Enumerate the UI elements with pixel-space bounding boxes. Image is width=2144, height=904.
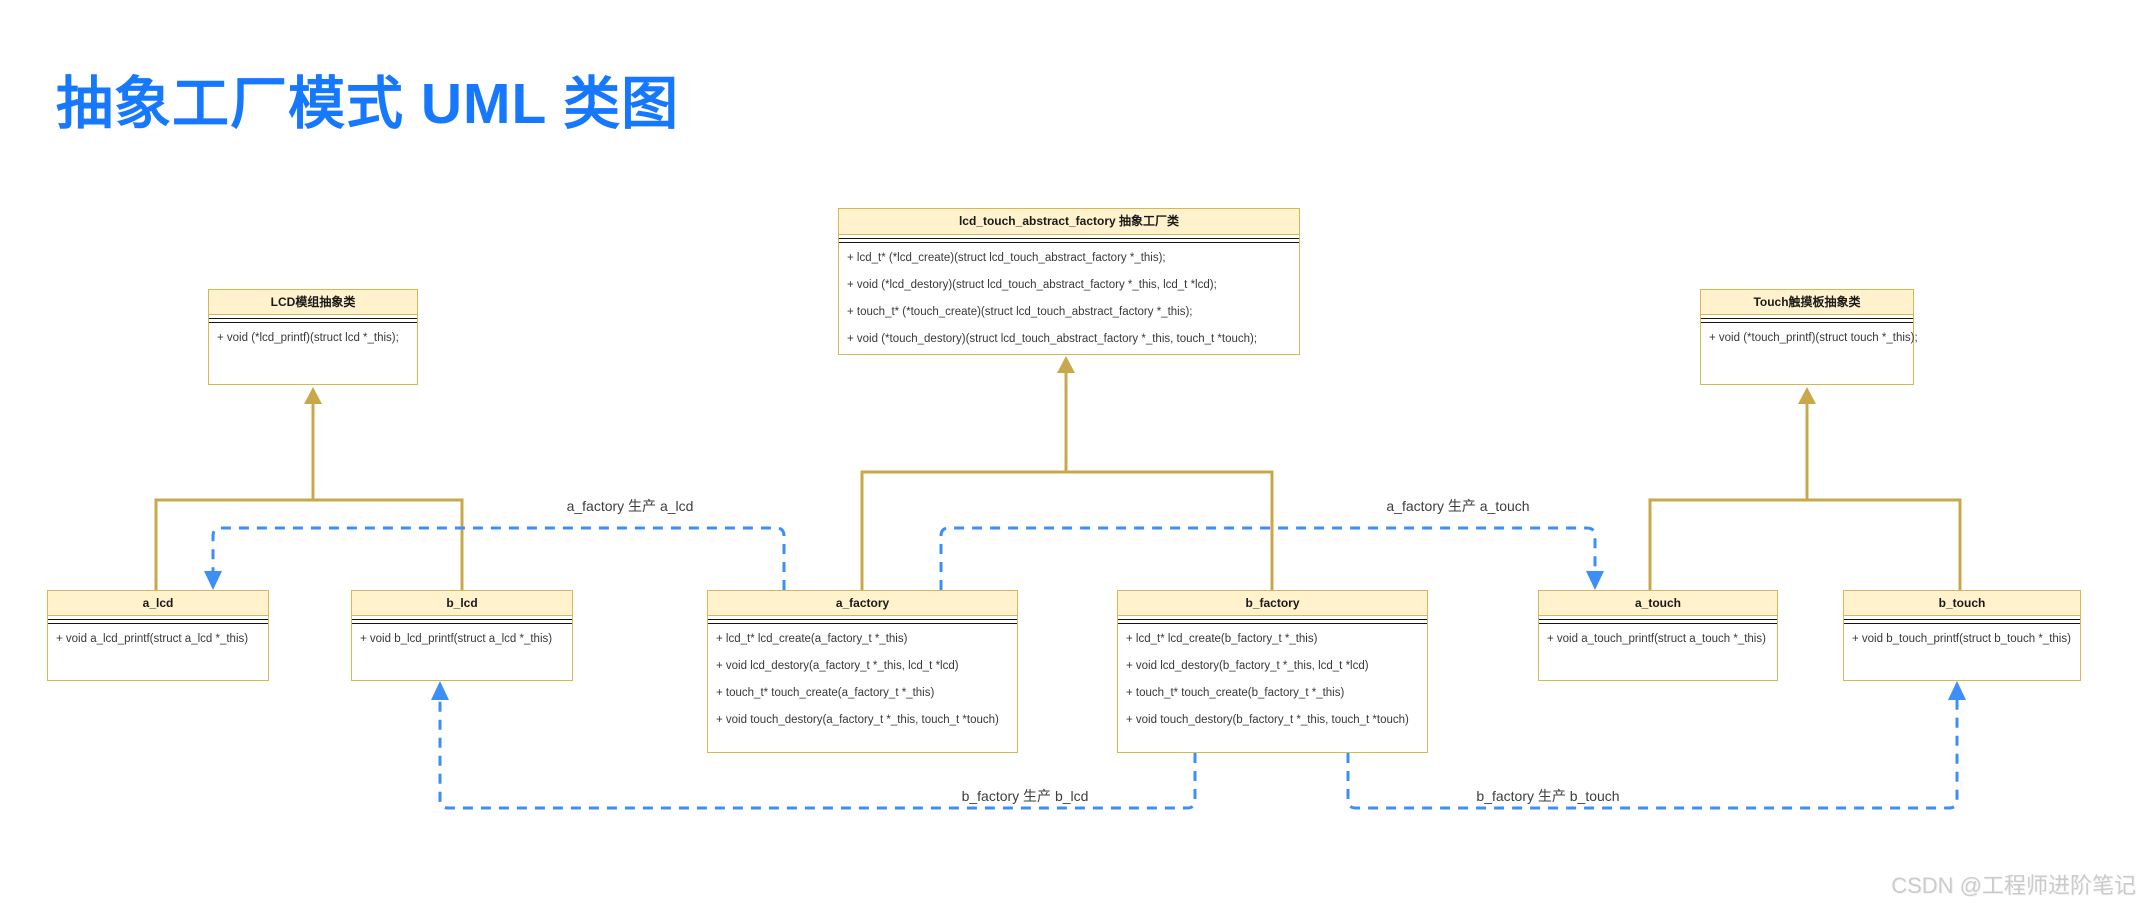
class-a-lcd: a_lcd + void a_lcd_printf(struct a_lcd *… (47, 590, 269, 681)
class-methods: + lcd_t* lcd_create(a_factory_t *_this) … (708, 624, 1017, 736)
class-methods: + void (*lcd_printf)(struct lcd *_this); (209, 323, 417, 354)
dependency-arrow-icon (431, 681, 449, 700)
inheritance-arrow-icon (1057, 356, 1075, 373)
dependency-arrow-icon (1586, 571, 1604, 590)
class-title: b_lcd (352, 591, 572, 616)
separator (1701, 318, 1913, 323)
class-methods: + lcd_t* lcd_create(b_factory_t *_this) … (1118, 624, 1427, 736)
method: + void touch_destory(b_factory_t *_this,… (1126, 714, 1409, 726)
separator (1539, 619, 1777, 624)
class-a-touch: a_touch + void a_touch_printf(struct a_t… (1538, 590, 1778, 681)
separator (839, 238, 1299, 243)
class-methods: + void (*touch_printf)(struct touch *_th… (1701, 323, 1918, 354)
dependency-line-a-factory-a-lcd (211, 526, 786, 590)
edge-label-b-factory-b-lcd: b_factory 生产 b_lcd (961, 788, 1089, 804)
class-methods: + void b_lcd_printf(struct a_lcd *_this) (352, 624, 572, 655)
class-b-factory: b_factory + lcd_t* lcd_create(b_factory_… (1117, 590, 1428, 753)
method: + touch_t* touch_create(a_factory_t *_th… (716, 687, 935, 699)
dependency-arrow-icon (1948, 681, 1966, 700)
inheritance-line (860, 470, 1274, 590)
dependency-arrow-icon (204, 571, 222, 590)
class-b-touch: b_touch + void b_touch_printf(struct b_t… (1843, 590, 2081, 681)
method: + lcd_t* lcd_create(a_factory_t *_this) (716, 633, 908, 645)
class-factory-abstract: lcd_touch_abstract_factory 抽象工厂类 + lcd_t… (838, 208, 1300, 355)
class-methods: + void a_lcd_printf(struct a_lcd *_this) (48, 624, 268, 655)
class-b-lcd: b_lcd + void b_lcd_printf(struct a_lcd *… (351, 590, 573, 681)
page-title: 抽象工厂模式 UML 类图 (56, 72, 680, 136)
watermark: CSDN @工程师进阶笔记 (1891, 873, 2136, 898)
inheritance-arrow-icon (304, 387, 322, 404)
class-title: b_factory (1118, 591, 1427, 616)
class-title: b_touch (1844, 591, 2080, 616)
method: + void b_lcd_printf(struct a_lcd *_this) (360, 633, 553, 645)
separator (1844, 619, 2080, 624)
class-title: a_touch (1539, 591, 1777, 616)
method: + void lcd_destory(b_factory_t *_this, l… (1126, 660, 1369, 672)
method: + void (*touch_destory)(struct lcd_touch… (847, 333, 1258, 345)
method: + touch_t* (*touch_create)(struct lcd_to… (847, 306, 1193, 318)
method: + void (*lcd_printf)(struct lcd *_this); (217, 332, 399, 344)
method: + void a_touch_printf(struct a_touch *_t… (1547, 633, 1766, 645)
class-methods: + lcd_t* (*lcd_create)(struct lcd_touch_… (839, 243, 1299, 355)
inheritance-tree-factory (860, 373, 1274, 590)
method: + void (*lcd_destory)(struct lcd_touch_a… (847, 279, 1217, 291)
class-lcd-abstract: LCD模组抽象类 + void (*lcd_printf)(struct lcd… (208, 289, 418, 385)
edge-label-a-factory-a-touch: a_factory 生产 a_touch (1386, 498, 1530, 514)
method: + void b_touch_printf(struct b_touch *_t… (1852, 633, 2071, 645)
dependency-line-a-factory-a-touch (939, 526, 1597, 590)
separator (209, 318, 417, 323)
method: + lcd_t* lcd_create(b_factory_t *_this) (1126, 633, 1318, 645)
separator (1118, 619, 1427, 624)
class-touch-abstract: Touch触摸板抽象类 + void (*touch_printf)(struc… (1700, 289, 1918, 385)
class-methods: + void a_touch_printf(struct a_touch *_t… (1539, 624, 1777, 655)
class-title: lcd_touch_abstract_factory 抽象工厂类 (839, 209, 1299, 235)
inheritance-tree-lcd (154, 404, 464, 590)
edge-label-b-factory-b-touch: b_factory 生产 b_touch (1476, 788, 1620, 804)
method: + void (*touch_printf)(struct touch *_th… (1709, 332, 1918, 344)
class-methods: + void b_touch_printf(struct b_touch *_t… (1844, 624, 2080, 655)
separator (708, 619, 1017, 624)
inheritance-arrow-icon (1798, 387, 1816, 404)
class-a-factory: a_factory + lcd_t* lcd_create(a_factory_… (707, 590, 1018, 753)
method: + touch_t* touch_create(b_factory_t *_th… (1126, 687, 1345, 699)
inheritance-tree-touch (1648, 404, 1962, 590)
inheritance-line (1648, 498, 1962, 590)
method: + void lcd_destory(a_factory_t *_this, l… (716, 660, 959, 672)
inheritance-line (154, 498, 464, 590)
separator (48, 619, 268, 624)
class-title: LCD模组抽象类 (209, 290, 417, 315)
dependency-line-b-factory-b-touch (1346, 699, 1959, 810)
class-title: a_lcd (48, 591, 268, 616)
method: + void touch_destory(a_factory_t *_this,… (716, 714, 999, 726)
separator (352, 619, 572, 624)
method: + void a_lcd_printf(struct a_lcd *_this) (56, 633, 249, 645)
class-title: Touch触摸板抽象类 (1701, 290, 1913, 315)
edge-label-a-factory-a-lcd: a_factory 生产 a_lcd (566, 498, 694, 514)
method: + lcd_t* (*lcd_create)(struct lcd_touch_… (847, 252, 1166, 264)
class-title: a_factory (708, 591, 1017, 616)
